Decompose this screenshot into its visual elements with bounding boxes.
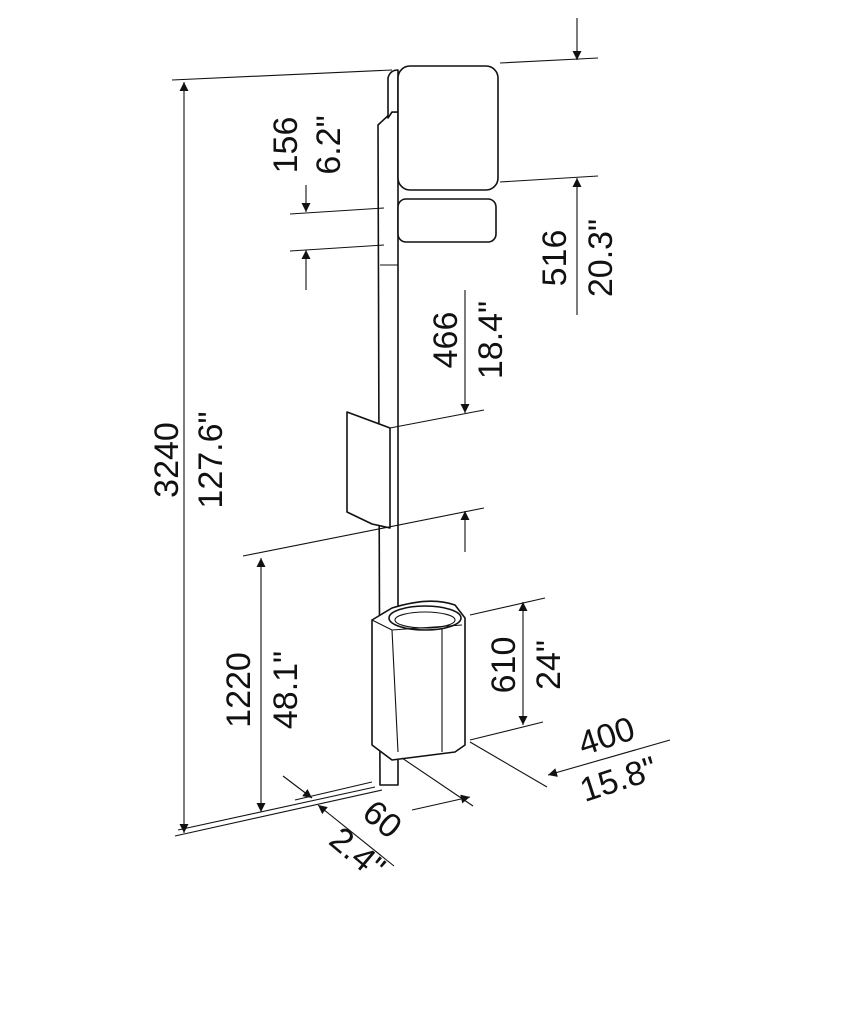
bin-edge	[391, 629, 399, 753]
label-466: 466	[427, 312, 465, 369]
label-3240: 3240	[148, 422, 186, 498]
label-127-6-in: 127.6"	[192, 411, 230, 508]
dimension-bin-mount: 1220 48.1"	[220, 558, 305, 812]
dimension-total-height: 3240 127.6"	[148, 69, 393, 837]
bin-edge	[371, 619, 393, 631]
label-516: 516	[536, 230, 574, 287]
bin-edge	[391, 624, 463, 631]
label-610: 610	[485, 637, 523, 694]
label-6-2-in: 6.2"	[310, 115, 348, 174]
dimension-top-sign: 516 20.3"	[499, 18, 620, 315]
bin-opening	[388, 605, 462, 631]
label-156: 156	[267, 117, 305, 174]
label-18-4-in: 18.4"	[472, 301, 510, 379]
dimension-bin-height: 610 24"	[469, 597, 568, 741]
label-1220: 1220	[220, 652, 258, 728]
dimension-pole-width: 60 2.4"	[177, 775, 409, 887]
top-sign-panel	[397, 65, 499, 191]
holder	[346, 411, 391, 529]
label-24-in: 24"	[530, 640, 568, 690]
label-20-3-in: 20.3"	[582, 219, 620, 297]
label-48-1-in: 48.1"	[267, 651, 305, 729]
product-outline	[346, 65, 499, 786]
dimension-small-sign: 156 6.2"	[267, 115, 385, 290]
small-sign-panel	[397, 198, 497, 243]
pole-top	[387, 69, 399, 119]
dimension-holder: 466 18.4"	[242, 290, 510, 557]
